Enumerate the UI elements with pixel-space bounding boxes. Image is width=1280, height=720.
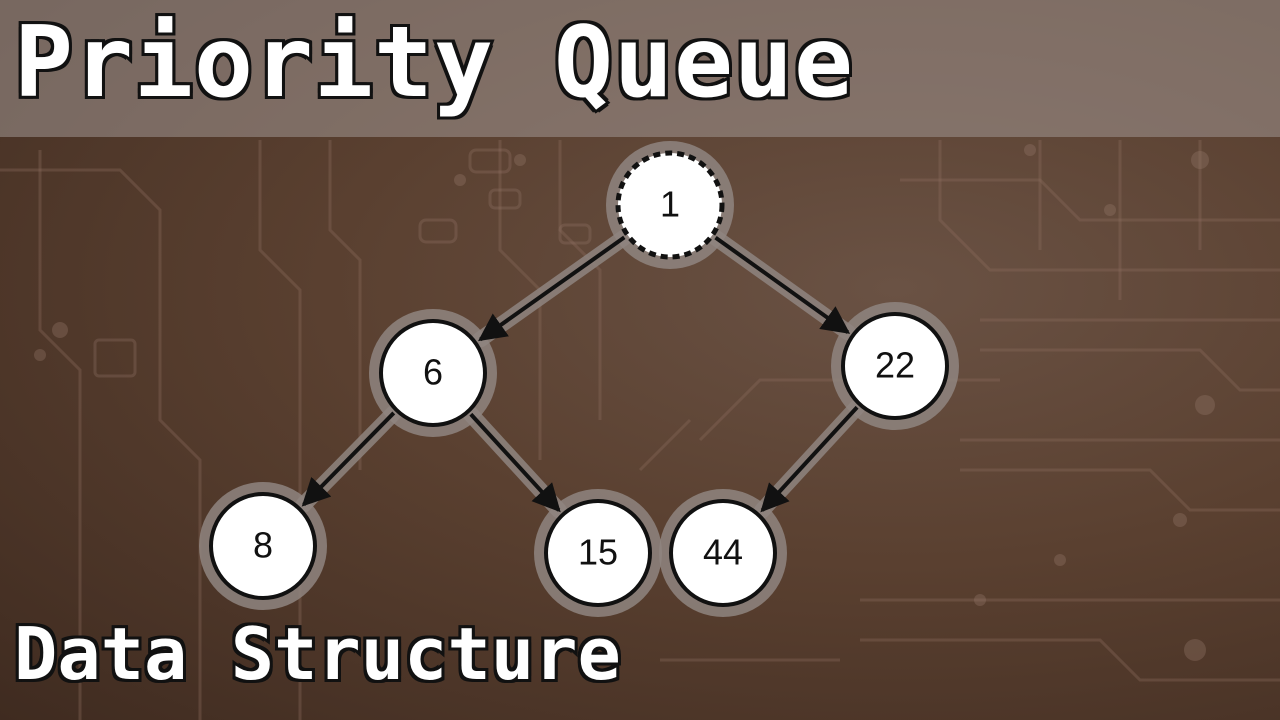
edge-n6-n8: [301, 411, 396, 507]
node-value-15: 15: [578, 532, 618, 573]
node-value-22: 22: [875, 345, 915, 386]
node-circle-15: [544, 499, 652, 607]
tree-node-8: 8: [209, 492, 317, 600]
edge-layer: [301, 235, 859, 513]
tree-node-44: 44: [669, 499, 777, 607]
node-value-6: 6: [423, 352, 443, 393]
edge-n22-n44: [760, 405, 859, 513]
title-band: [0, 0, 1280, 137]
main-title: Priority Queue: [11, 6, 856, 120]
tree-node-1: 1: [615, 150, 725, 260]
edge-n1-n6: [478, 235, 626, 342]
node-value-44: 44: [703, 532, 743, 573]
node-circle-22: [841, 312, 949, 420]
node-circle-1: [615, 150, 725, 260]
node-circle-44: [669, 499, 777, 607]
node-circle-6: [379, 319, 487, 427]
edge-n6-n15: [469, 412, 561, 513]
node-circle-8: [209, 492, 317, 600]
node-value-1: 1: [660, 184, 680, 225]
edge-n1-n22: [714, 235, 851, 334]
tree-node-22: 22: [841, 312, 949, 420]
tree-node-6: 6: [379, 319, 487, 427]
node-value-8: 8: [253, 525, 273, 566]
tree-node-15: 15: [544, 499, 652, 607]
node-layer: 1 6 22 8 15 44: [209, 150, 949, 607]
sub-title: Data Structure: [11, 612, 624, 696]
